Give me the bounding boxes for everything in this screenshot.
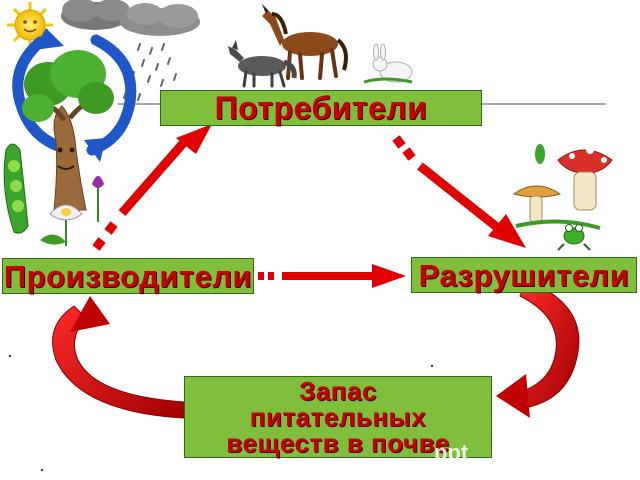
node-reserve-line-2: питательных xyxy=(249,402,427,432)
node-producers: Производители xyxy=(2,258,254,294)
mushroom-icon xyxy=(512,144,613,230)
watermark: ppt xyxy=(434,440,469,465)
tree-icon xyxy=(22,50,114,211)
wolf-icon xyxy=(228,40,297,88)
horse-icon xyxy=(262,4,348,80)
sun-icon xyxy=(7,2,53,48)
node-consumers-label: Потребители xyxy=(214,90,428,126)
frog-icon xyxy=(557,224,591,251)
rabbit-icon xyxy=(363,43,413,84)
cycle-arrow-icon xyxy=(12,28,137,162)
flower-icon xyxy=(40,176,104,246)
node-consumers: Потребители xyxy=(160,90,482,126)
arrow-consumers-to-decomposers xyxy=(392,135,526,248)
cloud-icon xyxy=(61,0,200,36)
node-reserve-line-3: веществ в почве xyxy=(226,428,450,458)
pea-pod-icon xyxy=(3,143,29,234)
arrow-reserve-to-producers xyxy=(52,296,185,419)
node-reserve-line-1: Запас xyxy=(299,376,377,406)
arrow-producers-to-consumers xyxy=(92,124,212,251)
arrow-decomposers-to-reserve xyxy=(496,279,580,418)
node-soil-nutrient-reserve: Запас питательных веществ в почве xyxy=(184,376,492,458)
node-producers-label: Производители xyxy=(3,258,253,294)
node-decomposers-label: Разрушители xyxy=(418,257,630,293)
arrow-producers-to-decomposers xyxy=(258,264,406,288)
node-decomposers: Разрушители xyxy=(411,257,637,293)
